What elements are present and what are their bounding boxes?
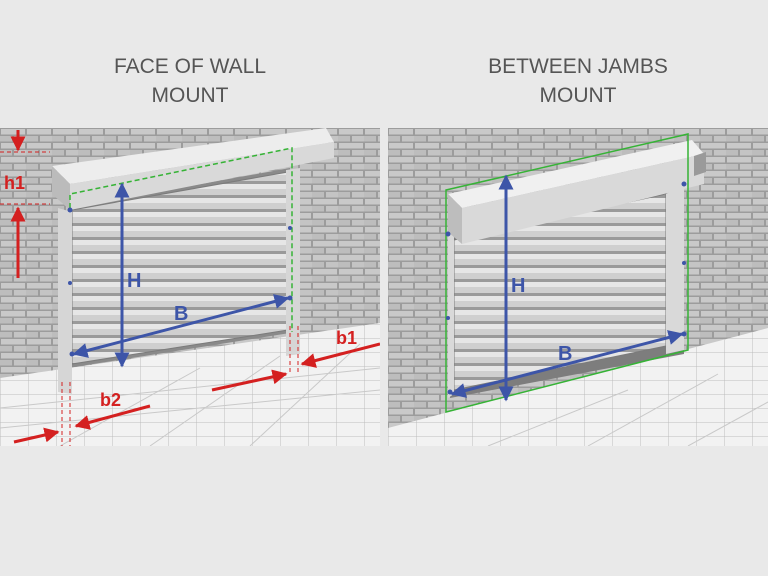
width-label: B — [558, 343, 572, 365]
h1-label: h1 — [4, 173, 25, 193]
title-line: MOUNT — [539, 84, 617, 107]
title-line: MOUNT — [151, 84, 229, 107]
title-line: BETWEEN JAMBS — [488, 55, 668, 78]
height-label: H — [127, 270, 141, 292]
between-jambs-title: BETWEEN JAMBS MOUNT — [428, 52, 728, 110]
corner-dots — [445, 181, 687, 395]
between-jambs-illustration: H B — [388, 128, 768, 446]
b2-label: b2 — [100, 390, 121, 410]
shutter-box — [52, 128, 334, 210]
width-dimension: B — [450, 330, 684, 398]
b2-dimension: b2 — [13, 390, 151, 444]
red-guide-lines — [0, 151, 299, 446]
height-label: H — [511, 275, 525, 297]
green-guide-outline — [69, 147, 293, 332]
b1-label: b1 — [336, 328, 357, 348]
corner-dots — [67, 207, 293, 357]
face-of-wall-title: FACE OF WALL MOUNT — [40, 52, 340, 110]
b1-dimension: b1 — [211, 328, 380, 392]
width-label: B — [174, 303, 188, 325]
width-dimension: B — [72, 294, 290, 358]
guide-rails — [58, 168, 300, 394]
green-guide-outline — [445, 133, 689, 413]
h1-dimension: h1 — [4, 130, 26, 278]
face-of-wall-illustration: h1 H B b1 b2 — [0, 128, 380, 446]
title-line: FACE OF WALL — [113, 55, 267, 78]
